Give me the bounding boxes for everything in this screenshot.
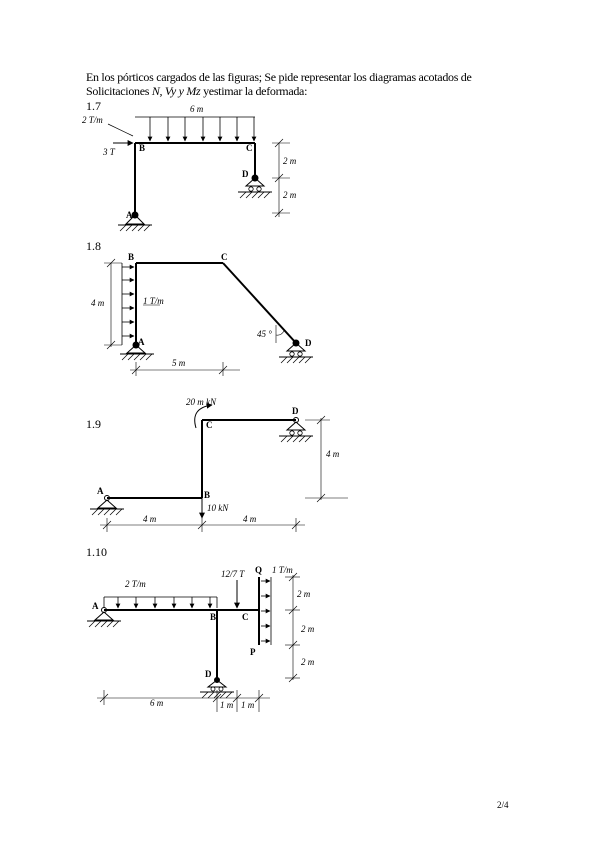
pin-support-a: [96, 499, 118, 509]
node-c: C: [242, 612, 249, 622]
load-leader: [107, 123, 134, 137]
node-a: A: [126, 210, 133, 220]
distributed-load-arrows: [122, 264, 135, 339]
statement-line-1: En los pórticos cargados de las figuras;…: [86, 70, 472, 84]
node-d: D: [292, 406, 299, 416]
load-moment: 20 m kN: [186, 397, 217, 407]
roller-support-d: [244, 177, 266, 187]
load-distributed: 1 T/m: [143, 296, 164, 306]
dim-6m: 6 m: [190, 104, 204, 114]
pin-support-a: [93, 611, 115, 621]
node-a: A: [138, 337, 145, 347]
dim-2m-b: 2 m: [301, 624, 315, 634]
node-b: B: [128, 252, 134, 262]
text-1-10: A B C D Q P 2 T/m 12/7 T 1 T/m 2 m 2 m 2…: [92, 565, 315, 710]
text-1-9: A B C D 20 m kN 10 kN 4 m 4 m 4 m: [97, 397, 340, 524]
dim-2m-c: 2 m: [301, 657, 315, 667]
frame-1-9: [90, 402, 348, 532]
dim-4m-right: 4 m: [243, 514, 257, 524]
load-distributed: 2 T/m: [125, 579, 146, 589]
dim-2m-a: 2 m: [297, 589, 311, 599]
node-p: P: [250, 647, 256, 657]
frame-1-7: [107, 116, 290, 232]
node-d: D: [205, 669, 212, 679]
problem-number-1-10: 1.10: [86, 545, 107, 559]
load-distributed: 2 T/m: [82, 115, 103, 125]
text-1-7: A B C D 2 T/m 3 T 6 m 2 m 2 m: [82, 104, 297, 220]
horizontal-load-arrows: [261, 578, 271, 644]
pin-support-a: [125, 344, 147, 354]
node-b: B: [204, 490, 210, 500]
node-d: D: [305, 338, 312, 348]
pin-support-a: [124, 214, 146, 225]
angle-45: 45 °: [257, 329, 272, 339]
moment-arrow: [194, 402, 213, 429]
frame-1-10: [87, 572, 300, 712]
node-c: C: [246, 143, 253, 153]
problem-number-1-9: 1.9: [86, 417, 101, 431]
problem-number-1-7: 1.7: [86, 99, 101, 113]
roller-support-d: [285, 342, 307, 352]
page-number: 2/4: [497, 800, 509, 810]
load-point: 3 T: [102, 147, 116, 157]
load-horizontal: 1 T/m: [272, 565, 293, 575]
dim-4m-vertical: 4 m: [326, 449, 340, 459]
load-point: 12/7 T: [221, 569, 245, 579]
dim-6m: 6 m: [150, 698, 164, 708]
dim-4m-left: 4 m: [143, 514, 157, 524]
problem-statement: En los pórticos cargados de las figuras;…: [86, 70, 526, 98]
load-point: 10 kN: [207, 503, 229, 513]
distributed-load-arrows: [147, 117, 257, 142]
node-c: C: [221, 252, 228, 262]
text-1-8: A B C D 1 T/m 4 m 5 m 45 °: [91, 252, 312, 368]
dimensions-1-10: [97, 572, 300, 712]
dimensions-1-7: [272, 138, 290, 218]
dim-1m-a: 1 m: [220, 700, 234, 710]
frame-1-8: [104, 258, 313, 376]
node-q: Q: [255, 565, 262, 575]
node-c: C: [206, 420, 213, 430]
node-a: A: [97, 486, 104, 496]
distributed-load-arrows: [115, 597, 213, 609]
dim-2m-a: 2 m: [283, 156, 297, 166]
statement-line-2: Solicitaciones N, Vy y Mz yestimar la de…: [86, 84, 526, 98]
statement-text-a: Solicitaciones: [86, 84, 152, 98]
dimensions-1-8: [104, 258, 240, 376]
inclined-cd: [222, 262, 297, 344]
roller-support-d: [285, 421, 307, 431]
dim-5m: 5 m: [172, 358, 186, 368]
node-a: A: [92, 601, 99, 611]
statement-text-b: yestimar la deformada:: [200, 84, 308, 98]
roller-support-d: [206, 679, 228, 688]
node-b: B: [139, 143, 145, 153]
problem-number-1-8: 1.8: [86, 239, 101, 253]
node-d: D: [242, 169, 249, 179]
statement-vars: N, Vy y Mz: [151, 84, 201, 98]
dimensions-1-9: [100, 415, 348, 532]
node-b: B: [210, 612, 216, 622]
dim-4m: 4 m: [91, 298, 105, 308]
dim-1m-b: 1 m: [241, 700, 255, 710]
dim-2m-b: 2 m: [283, 190, 297, 200]
